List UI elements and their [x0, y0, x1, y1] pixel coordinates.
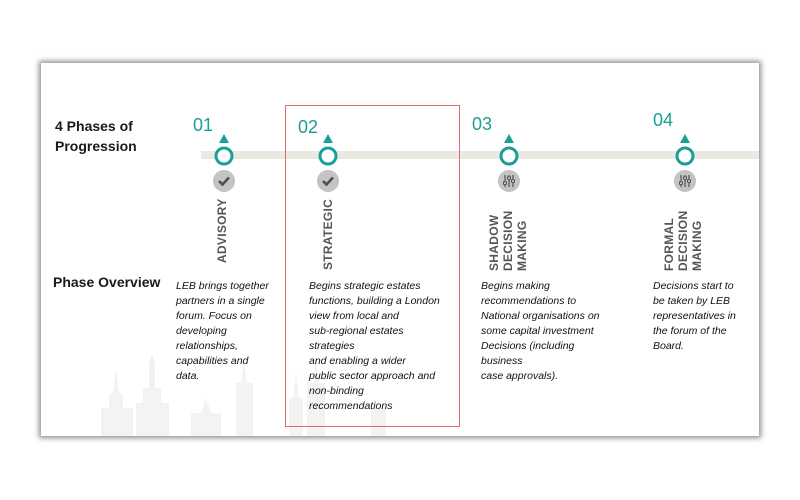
phase-2-desc-line: strategies	[309, 340, 355, 352]
phase-2-desc-line: view from local and	[309, 310, 399, 322]
phase-4-description: Decisions start to be taken by LEB repre…	[653, 279, 736, 354]
phase-1-number: 01	[193, 115, 214, 135]
phase-1-name: ADVISORY	[215, 198, 229, 263]
phase-1-desc-line: LEB brings together	[176, 280, 269, 292]
phase-2-desc-line: functions, building a London	[309, 295, 440, 307]
phase-4-desc-line: Board.	[653, 340, 684, 352]
phase-4-marker-icon	[675, 134, 695, 166]
phase-1-desc-line: capabilities and	[176, 355, 249, 367]
phase-1-desc-line: data.	[176, 370, 200, 382]
phase-3-desc-line: recommendations to	[481, 295, 577, 307]
phase-2-desc-line: Begins strategic estates	[309, 280, 421, 292]
phase-3-desc-line: Begins making	[481, 280, 550, 292]
phase-4-number: 04	[653, 110, 674, 130]
phase-2-desc-line: sub-regional estates	[309, 325, 404, 337]
phase-3-desc-line: some capital investment	[481, 325, 594, 337]
phase-3-number: 03	[472, 114, 493, 134]
phase-4-name-line-2: DECISION	[676, 210, 690, 271]
phase-1-desc-line: developing	[176, 325, 227, 337]
phase-4-name-line-3: MAKING	[690, 220, 704, 271]
phases-heading-line-1: 4 Phases of	[55, 118, 133, 134]
phase-1-name-line-1: ADVISORY	[215, 198, 229, 263]
phase-3-desc-line: National organisations on	[481, 310, 600, 322]
phase-2-description: Begins strategic estates functions, buil…	[309, 279, 440, 414]
strategic-highlight-box	[285, 105, 460, 427]
phase-4-name: FORMAL DECISION MAKING	[662, 203, 704, 271]
phase-4-desc-line: Decisions start to	[653, 280, 734, 292]
phase-2-number: 02	[298, 117, 319, 137]
phase-3-desc-line: Decisions (including	[481, 340, 575, 352]
phase-1-marker-icon	[214, 134, 234, 166]
phase-3-desc-line: business	[481, 355, 523, 367]
phase-2-desc-line: and enabling a wider	[309, 355, 406, 367]
phase-3-marker-icon	[499, 134, 519, 166]
phase-4-desc-line: representatives in	[653, 310, 736, 322]
phase-overview-heading: Phase Overview	[53, 274, 161, 290]
phase-3-desc-line: case approvals).	[481, 370, 559, 382]
phase-3-name-line-3: MAKING	[515, 220, 529, 271]
phase-4-desc-line: be taken by LEB	[653, 295, 731, 307]
phase-2-desc-line: recommendations	[309, 400, 393, 412]
phase-1-description: LEB brings together partners in a single…	[176, 279, 269, 384]
phases-heading: 4 Phases of Progression	[55, 116, 185, 156]
phase-3-description: Begins making recommendations to Nationa…	[481, 279, 600, 384]
phase-2-marker-icon	[318, 134, 338, 166]
phase-2-name-line-1: STRATEGIC	[321, 198, 335, 270]
sliders-icon	[674, 170, 696, 192]
phase-4-desc-line: the forum of the	[653, 325, 727, 337]
phase-2-desc-line: non-binding	[309, 385, 364, 397]
phase-2-name: STRATEGIC	[321, 198, 335, 270]
phase-1-desc-line: partners in a single	[176, 295, 265, 307]
phase-4-name-line-1: FORMAL	[662, 217, 676, 271]
phase-3-name: SHADOW DECISION MAKING	[487, 203, 529, 271]
skyline-watermark	[101, 353, 386, 436]
phase-3-name-line-2: DECISION	[501, 210, 515, 271]
phase-2-desc-line: public sector approach and	[309, 370, 436, 382]
phase-1-desc-line: relationships,	[176, 340, 238, 352]
phases-heading-line-2: Progression	[55, 138, 137, 154]
checkmark-icon	[317, 170, 339, 192]
phase-3-name-line-1: SHADOW	[487, 214, 501, 271]
checkmark-icon	[213, 170, 235, 192]
phase-1-desc-line: forum. Focus on	[176, 310, 252, 322]
timeline-bar	[201, 151, 759, 159]
slide: 4 Phases of Progression Phase Overview 0…	[41, 63, 759, 436]
sliders-icon	[498, 170, 520, 192]
